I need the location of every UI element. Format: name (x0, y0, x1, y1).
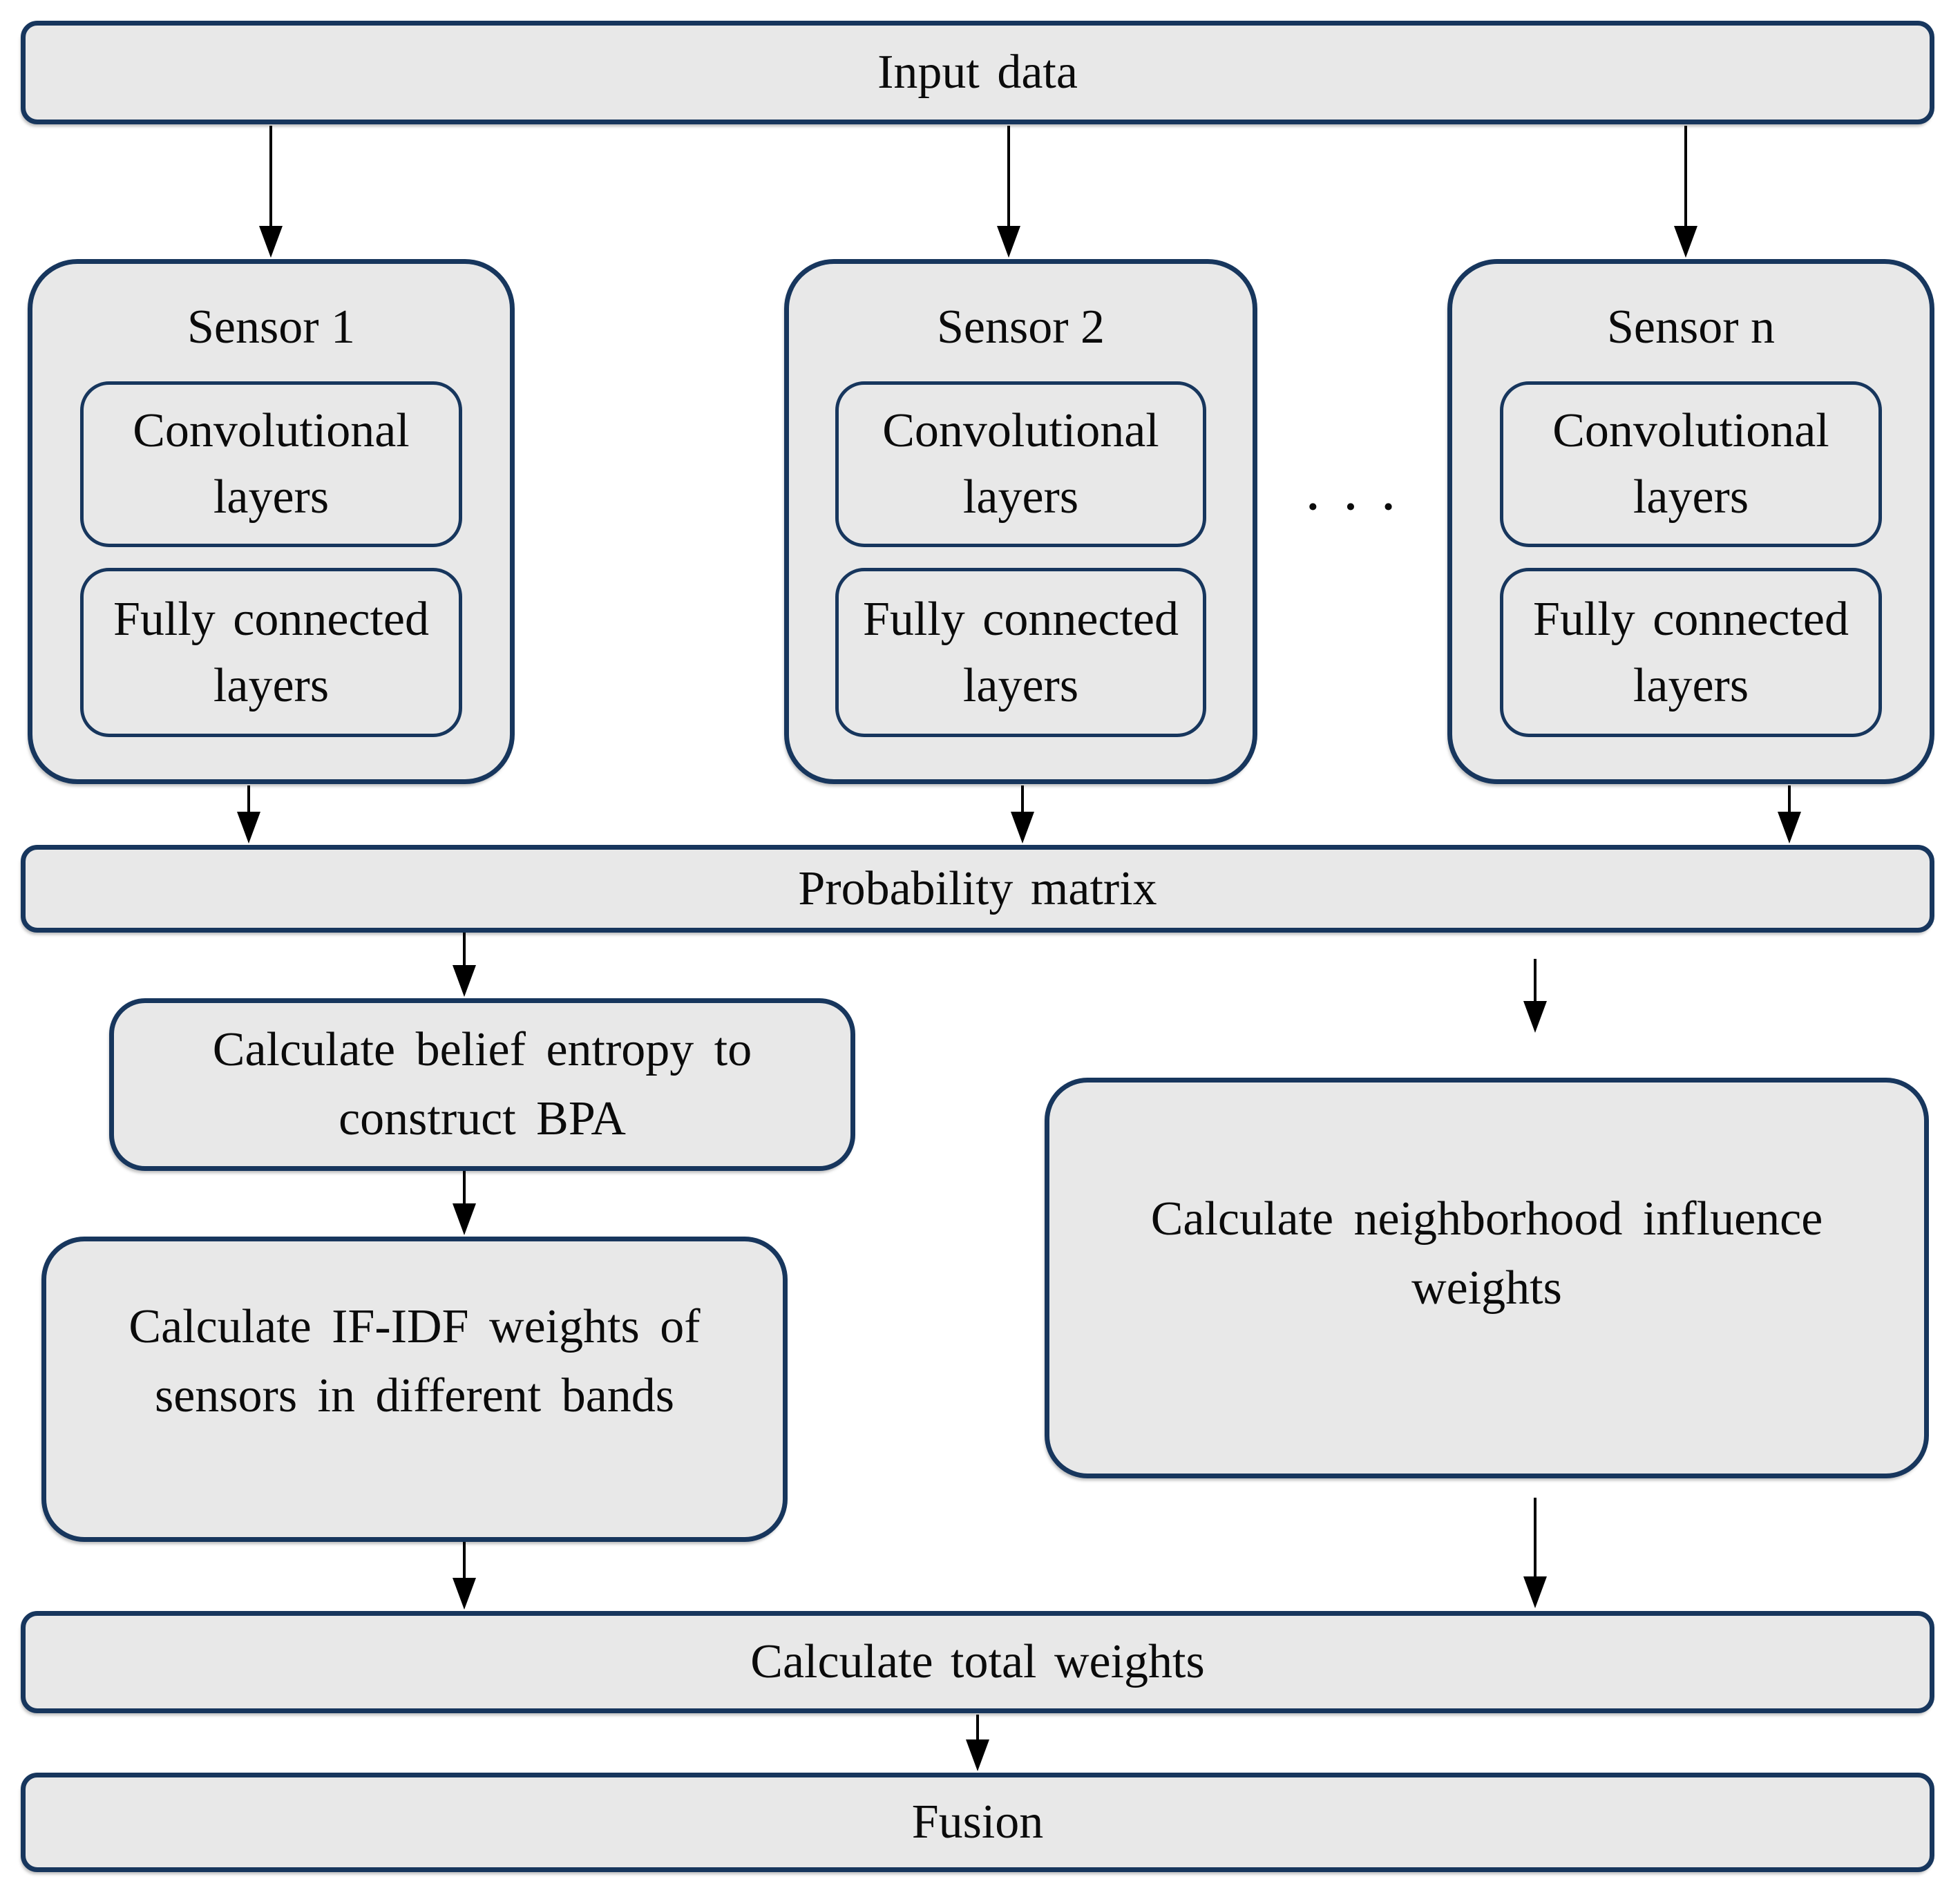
neighborhood-weights-box: Calculate neighborhood influence weights (1045, 1078, 1929, 1478)
fusion-bar: Fusion (21, 1773, 1934, 1872)
arrow-head (966, 1739, 989, 1771)
belief-entropy-line-1: Calculate belief entropy to (212, 1023, 752, 1076)
probability-matrix-label: Probability matrix (798, 861, 1157, 915)
belief-entropy-box: Calculate belief entropy to construct BP… (109, 998, 855, 1171)
arrow-shaft (1021, 785, 1024, 813)
fc-layers-line-2: layers (962, 658, 1079, 712)
arrow-shaft (1007, 126, 1010, 227)
conv-layers-line-1: Convolutional (882, 404, 1159, 457)
arrow-head (453, 965, 476, 997)
arrow-shaft (463, 1171, 466, 1205)
sensor-n-fc-box: Fully connected layers (1500, 568, 1882, 737)
neighborhood-weights-line-2: weights (1411, 1261, 1562, 1315)
fusion-label: Fusion (911, 1795, 1044, 1849)
fc-layers-line-2: layers (1633, 658, 1749, 712)
conv-layers-line-1: Convolutional (133, 404, 410, 457)
arrow-shaft (463, 1542, 466, 1579)
conv-layers-line-2: layers (1633, 470, 1749, 524)
arrow-shaft (1788, 785, 1791, 813)
conv-layers-line-1: Convolutional (1552, 404, 1829, 457)
sensor-n-conv-box: Convolutional layers (1500, 381, 1882, 547)
arrow-input-to-sensor-1 (259, 126, 283, 258)
arrow-ifidf-to-total (453, 1542, 476, 1610)
ifidf-weights-box: Calculate IF-IDF weights of sensors in d… (41, 1237, 788, 1542)
fc-layers-line-1: Fully connected (1532, 592, 1849, 646)
arrow-neighborhood-to-total (1523, 1498, 1547, 1608)
ellipsis-dots: ··· (1303, 473, 1416, 540)
arrow-head (997, 226, 1020, 258)
arrow-head (259, 226, 283, 258)
sensor-1-box: Sensor 1 Convolutional layers Fully conn… (28, 259, 515, 784)
arrow-belief-to-ifidf (453, 1171, 476, 1235)
arrow-total-to-fusion (966, 1715, 989, 1771)
arrow-head (1778, 812, 1801, 843)
total-weights-bar: Calculate total weights (21, 1611, 1934, 1713)
arrow-shaft (976, 1715, 979, 1741)
arrow-shaft (247, 785, 250, 813)
arrow-input-to-sensor-2 (997, 126, 1020, 258)
sensor-1-fc-box: Fully connected layers (80, 568, 462, 737)
arrow-sensor-2-to-probability (1011, 785, 1034, 843)
ifidf-weights-line-1: Calculate IF-IDF weights of (129, 1300, 701, 1353)
arrow-sensor-n-to-probability (1778, 785, 1801, 843)
neighborhood-weights-line-1: Calculate neighborhood influence (1150, 1192, 1823, 1246)
total-weights-label: Calculate total weights (750, 1635, 1205, 1688)
sensor-1-conv-box: Convolutional layers (80, 381, 462, 547)
conv-layers-line-2: layers (962, 470, 1079, 524)
arrow-head (237, 812, 260, 843)
input-data-label: Input data (877, 46, 1078, 99)
sensor-2-conv-box: Convolutional layers (835, 381, 1206, 547)
arrow-probability-to-neighborhood (1523, 959, 1547, 1033)
arrow-head (453, 1203, 476, 1235)
sensor-n-box: Sensor n Convolutional layers Fully conn… (1447, 259, 1934, 784)
arrow-head (1523, 1001, 1547, 1033)
arrow-head (453, 1578, 476, 1610)
arrow-head (1674, 226, 1697, 258)
belief-entropy-line-2: construct BPA (339, 1092, 626, 1145)
fc-layers-line-1: Fully connected (862, 592, 1179, 646)
sensor-2-box: Sensor 2 Convolutional layers Fully conn… (784, 259, 1257, 784)
arrow-head (1523, 1576, 1547, 1608)
arrow-sensor-1-to-probability (237, 785, 260, 843)
arrow-shaft (1534, 1498, 1536, 1578)
input-data-bar: Input data (21, 21, 1934, 124)
sensor-2-fc-box: Fully connected layers (835, 568, 1206, 737)
probability-matrix-bar: Probability matrix (21, 845, 1934, 933)
fc-layers-line-1: Fully connected (113, 592, 430, 646)
arrow-shaft (1534, 959, 1536, 1002)
sensor-2-label: Sensor 2 (936, 301, 1105, 354)
arrow-probability-to-belief (453, 933, 476, 997)
sensor-n-label: Sensor n (1606, 301, 1776, 354)
arrow-shaft (463, 933, 466, 966)
arrow-input-to-sensor-n (1674, 126, 1697, 258)
arrow-shaft (1684, 126, 1687, 227)
conv-layers-line-2: layers (213, 470, 330, 524)
sensor-1-label: Sensor 1 (187, 301, 356, 354)
ifidf-weights-line-2: sensors in different bands (154, 1369, 675, 1422)
fc-layers-line-2: layers (213, 658, 330, 712)
arrow-head (1011, 812, 1034, 843)
arrow-shaft (269, 126, 272, 227)
